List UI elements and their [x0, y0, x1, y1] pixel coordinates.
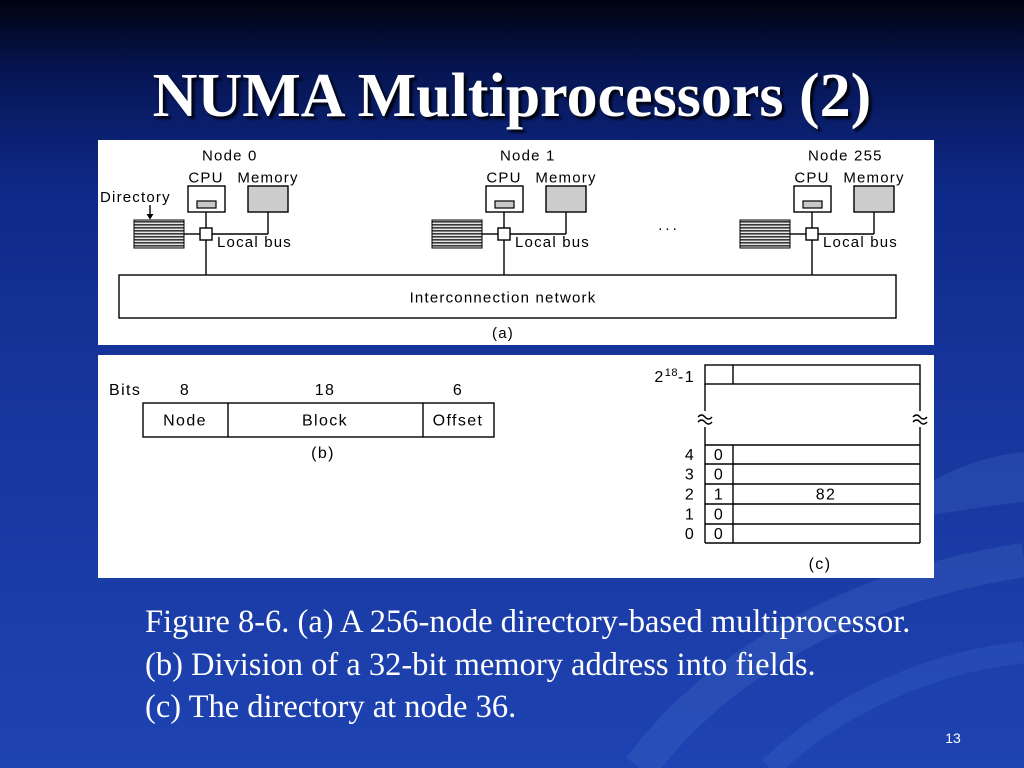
row-index: 4 [685, 447, 695, 464]
node-label: Node 1 [500, 148, 556, 165]
figure-a-caption: (a) [492, 325, 514, 342]
row-index: 0 [685, 526, 695, 543]
caption-line-1: Figure 8-6. (a) A 256-node directory-bas… [145, 604, 911, 640]
row-node-value: 82 [816, 487, 837, 504]
figure-a-panel: Directory Node 0 CPU Memory Local bus No… [98, 140, 934, 345]
cache-box [802, 200, 823, 209]
caption-line-3: (c) The directory at node 36. [145, 689, 517, 725]
memory-box [247, 185, 289, 213]
directory-arrow-head [146, 214, 154, 220]
break-mark-left [697, 414, 713, 425]
cache-box [196, 200, 217, 209]
bits-label: Bits [109, 382, 141, 399]
memory-box [545, 185, 587, 213]
ellipsis: ... [658, 217, 680, 234]
node-0: Node 0 CPU Memory Local bus [133, 148, 298, 275]
top-entry-exponent: 18 [665, 367, 678, 379]
field-name-block: Block [302, 413, 348, 430]
node-1: Node 1 CPU Memory Local bus [431, 148, 596, 275]
directory-block [133, 219, 185, 249]
memory-box [853, 185, 895, 213]
top-entry-base: 2 [654, 369, 664, 386]
caption-line-2: (b) Division of a 32-bit memory address … [145, 646, 816, 683]
figure-bc-panel: Bits 8 18 6 Node Block Offset (b) 218-1 … [98, 355, 934, 578]
cpu-label: CPU [188, 170, 223, 187]
figure-c-caption: (c) [809, 556, 832, 573]
figure-bc-diagram: Bits 8 18 6 Node Block Offset (b) 218-1 … [109, 364, 928, 573]
row-bit: 0 [714, 467, 724, 484]
slide-title: NUMA Multiprocessors (2) [152, 62, 872, 130]
directory-block [739, 219, 791, 249]
swirl-band-middle [626, 543, 1024, 768]
interconnection-network-label: Interconnection network [410, 290, 597, 307]
interconnection-network-box [118, 274, 897, 319]
local-bus-label: Local bus [823, 234, 898, 251]
bus-junction [805, 227, 819, 241]
node-255: Node 255 CPU Memory Local bus [739, 148, 904, 275]
row-bit: 0 [714, 447, 724, 464]
top-entry-suffix: -1 [678, 369, 695, 386]
row-bit: 1 [714, 487, 724, 504]
row-index: 1 [685, 507, 695, 524]
swirl-band-lower [762, 641, 1024, 768]
directory-block [431, 219, 483, 249]
field-bits-offset: 6 [453, 382, 463, 399]
bus-junction [497, 227, 511, 241]
memory-label: Memory [843, 170, 904, 187]
bus-junction [199, 227, 213, 241]
node-label: Node 255 [808, 148, 883, 165]
cache-box [494, 200, 515, 209]
figure-b-caption: (b) [311, 445, 335, 462]
top-entry-label: 218-1 [654, 367, 695, 386]
local-bus-label: Local bus [515, 234, 590, 251]
field-name-node: Node [163, 413, 207, 430]
address-field-box [142, 402, 495, 438]
field-bits-block: 18 [315, 382, 336, 399]
cpu-label: CPU [794, 170, 829, 187]
row-bit: 0 [714, 526, 724, 543]
memory-label: Memory [237, 170, 298, 187]
figure-caption: Figure 8-6. (a) A 256-node directory-bas… [145, 601, 1005, 729]
field-bits-node: 8 [180, 382, 190, 399]
memory-label: Memory [535, 170, 596, 187]
local-bus-label: Local bus [217, 234, 292, 251]
figure-a-diagram: Directory Node 0 CPU Memory Local bus No… [100, 148, 904, 343]
top-entry-row [704, 364, 921, 385]
field-name-offset: Offset [433, 413, 484, 430]
cpu-label: CPU [486, 170, 521, 187]
page-number: 13 [945, 730, 961, 746]
break-mark-right [912, 414, 928, 425]
row-index: 3 [685, 467, 695, 484]
directory-label: Directory [100, 189, 171, 206]
row-index: 2 [685, 487, 695, 504]
node-label: Node 0 [202, 148, 258, 165]
row-bit: 0 [714, 507, 724, 524]
